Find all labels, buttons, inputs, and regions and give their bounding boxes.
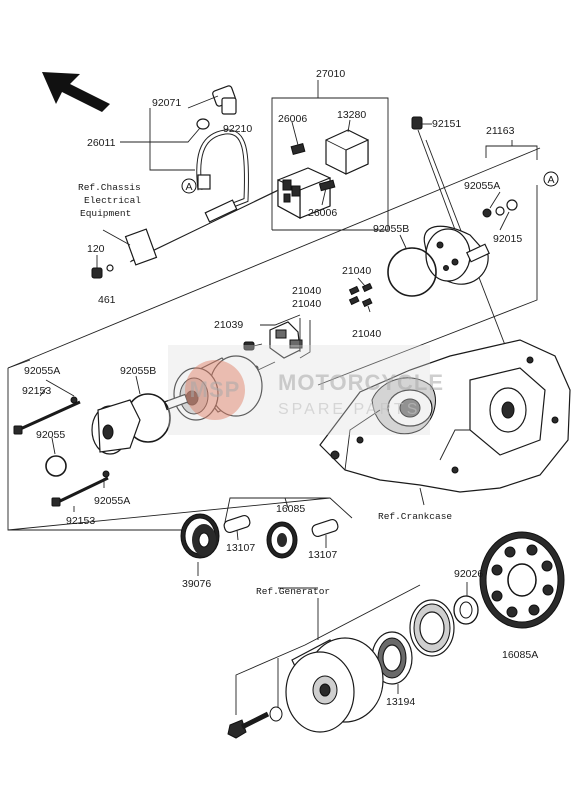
- label-16085: 16085: [276, 503, 305, 515]
- washer-92015a-part: [495, 206, 505, 216]
- watermark: MSP MOTORCYCLE SPARE PARTS: [168, 345, 444, 435]
- label-92055b-top: 92055B: [373, 223, 409, 235]
- label-21040-c: 21040: [292, 298, 321, 310]
- label-92055a-top: 92055A: [464, 180, 500, 192]
- starter-front-cover-part: [91, 399, 141, 455]
- label-27010: 27010: [316, 68, 345, 80]
- label-92210: 92210: [223, 123, 252, 135]
- ref-generator: Ref.Generator: [256, 586, 330, 597]
- label-92015: 92015: [493, 233, 522, 245]
- starter-motor-body-part: [163, 355, 263, 421]
- shaft-13107-left-part: [223, 514, 251, 534]
- fuse-26006b-part: [318, 179, 336, 192]
- generator-rotor-part: [285, 637, 384, 733]
- ref-chassis-line2: Electrical: [84, 195, 141, 206]
- label-13107-right: 13107: [308, 549, 337, 561]
- ref-chassis-line3: Equipment: [80, 208, 131, 219]
- reference-labels: Ref.Chassis Electrical Equipment Ref.Cra…: [78, 182, 452, 597]
- label-13280: 13280: [337, 109, 366, 121]
- rotor-washer-part: [269, 706, 283, 722]
- label-92026: 92026: [454, 568, 483, 580]
- callout-a-left-text: A: [185, 181, 192, 193]
- oring-92055-part: [45, 455, 67, 477]
- label-92055: 92055: [36, 429, 65, 441]
- relay-13280-part: [325, 129, 369, 175]
- leader-lines: [120, 95, 351, 206]
- nut-92210-part: [196, 118, 210, 130]
- generator-bracket: [235, 584, 421, 715]
- label-26011: 26011: [87, 137, 116, 149]
- washer-92015b-part: [506, 199, 518, 211]
- front-direction-arrow-icon: [42, 72, 110, 112]
- starter-end-cover-part: [423, 225, 490, 285]
- rotor-bolt-part: [227, 711, 270, 739]
- cap-92071-part: [212, 85, 237, 115]
- oring-92055a-bottom-part: [102, 470, 110, 478]
- label-26006-lower: 26006: [308, 207, 337, 219]
- watermark-title: MOTORCYCLE: [278, 370, 444, 395]
- label-13107-left: 13107: [226, 542, 255, 554]
- label-461: 461: [98, 294, 116, 306]
- label-92055a-bottom: 92055A: [94, 495, 130, 507]
- label-92153-upper: 92153: [22, 385, 51, 397]
- bearing-13194-part: [371, 631, 413, 685]
- label-39076: 39076: [182, 578, 211, 590]
- watermark-logo: MSP: [190, 377, 241, 402]
- washer-92026-hole: [459, 601, 473, 619]
- label-92153-lower: 92153: [66, 515, 95, 527]
- through-bolt-92153-lower-part: [51, 476, 109, 507]
- relay-group-bracket: [271, 80, 389, 231]
- cover-group-bracket: [485, 140, 538, 160]
- fuse-26006a-part: [290, 142, 306, 156]
- label-21040-a: 21040: [342, 265, 371, 277]
- through-bolt-92153-upper-part: [13, 400, 81, 435]
- callout-a-right-text: A: [547, 174, 554, 186]
- label-16085a: 16085A: [502, 649, 538, 661]
- crankcase-part: [319, 339, 571, 493]
- callout-a-left: A: [181, 178, 197, 194]
- screw-upper-part: [243, 341, 263, 351]
- idle-gear-bracket: [224, 497, 353, 523]
- washer-461-part: [106, 264, 114, 272]
- brush-set-part: [348, 282, 373, 308]
- starter-clutch-part: [409, 599, 455, 657]
- label-21163: 21163: [486, 125, 515, 137]
- label-92055a-left: 92055A: [24, 365, 60, 377]
- starter-cable-part: [124, 129, 279, 266]
- label-92071: 92071: [152, 97, 181, 109]
- ref-crankcase: Ref.Crankcase: [378, 511, 452, 522]
- shaft-13107-right-part: [311, 518, 339, 538]
- label-21040-d: 21040: [352, 328, 381, 340]
- ref-chassis-line1: Ref.Chassis: [78, 182, 141, 193]
- label-120: 120: [87, 243, 105, 255]
- label-26006-upper: 26006: [278, 113, 307, 125]
- gear-39076-part: [180, 513, 220, 559]
- oring-92055b-top-part: [387, 247, 437, 297]
- label-92055b-left: 92055B: [120, 365, 156, 377]
- label-92151: 92151: [432, 118, 461, 130]
- assembly-boundary-lines: [7, 147, 541, 531]
- gear-16085a-part: [479, 531, 565, 629]
- label-13194: 13194: [386, 696, 415, 708]
- brush-holder-21039-part: [260, 314, 311, 359]
- label-21039: 21039: [214, 319, 243, 331]
- part-labels: 27010 92071 92210 26011 26006 13280 2600…: [22, 68, 538, 708]
- callout-a-right: A: [543, 171, 559, 187]
- watermark-subtitle: SPARE PARTS: [278, 401, 420, 418]
- gear-16085-part: [266, 521, 298, 559]
- bolt-120-part: [91, 267, 103, 279]
- label-21040-b: 21040: [292, 285, 321, 297]
- oring-92055a-left-part: [70, 396, 78, 404]
- oring-92055a-top-part: [482, 208, 492, 218]
